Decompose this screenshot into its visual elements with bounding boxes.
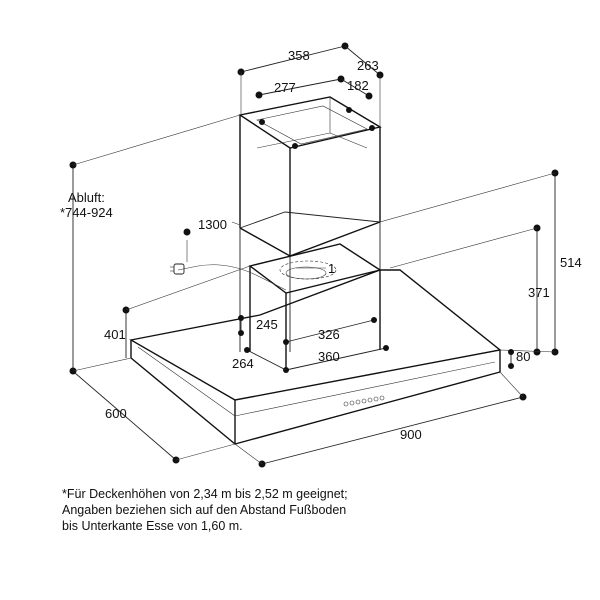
dim-80: 80: [516, 349, 530, 364]
dim-371: 371: [528, 285, 550, 300]
power-plug-icon: [170, 228, 287, 291]
dim-277: 277: [274, 80, 296, 95]
dimension-lines: [69, 42, 559, 468]
footnote: *Für Deckenhöhen von 2,34 m bis 2,52 m g…: [62, 486, 562, 534]
dim-360: 360: [318, 349, 340, 364]
dim-900: 900: [400, 427, 422, 442]
dim-358: 358: [288, 48, 310, 63]
control-buttons: [343, 395, 385, 407]
motor-box: [248, 243, 382, 372]
dim-514: 514: [560, 255, 582, 270]
footnote-line-3: bis Unterkante Esse von 1,60 m.: [62, 519, 243, 533]
dim-401: 401: [104, 327, 126, 342]
callout-1: 1: [328, 261, 335, 276]
dim-245: 245: [256, 317, 278, 332]
hood-canopy: [129, 269, 502, 445]
footnote-line-1: *Für Deckenhöhen von 2,34 m bis 2,52 m g…: [62, 487, 348, 501]
footnote-line-2: Angaben beziehen sich auf den Abstand Fu…: [62, 503, 347, 517]
dim-600: 600: [105, 406, 127, 421]
dim-1300: 1300: [198, 217, 227, 232]
abluft-value: *744-924: [60, 205, 113, 220]
dim-326: 326: [318, 327, 340, 342]
dim-264: 264: [232, 356, 254, 371]
upper-chimney: [238, 96, 382, 352]
abluft-label: Abluft:: [68, 190, 105, 205]
dim-182: 182: [347, 78, 369, 93]
dimension-labels: 358 263 277 182 Abluft: *744-924 1300 51…: [60, 48, 582, 442]
dim-263: 263: [357, 58, 379, 73]
